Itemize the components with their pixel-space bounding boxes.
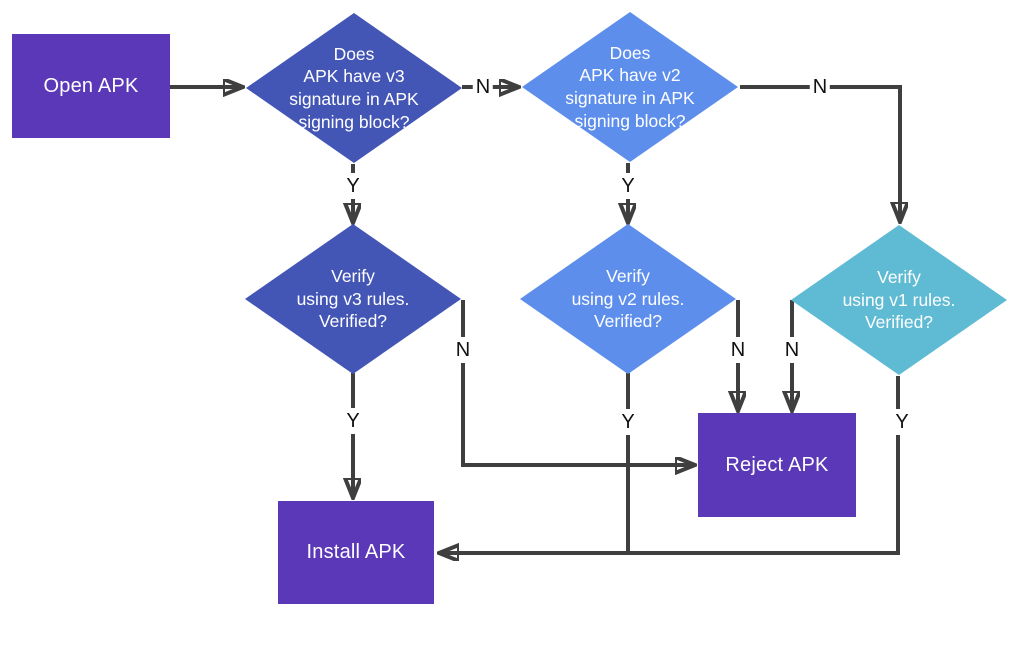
edge-label-v3v-no: N xyxy=(452,337,474,363)
node-v2-verify-label: Verify using v2 rules. Verified? xyxy=(571,265,685,332)
node-install-apk: Install APK xyxy=(278,501,434,604)
edge-label-v2q-no: N xyxy=(809,74,831,100)
edge-label-v3v-yes: Y xyxy=(343,408,363,434)
edge-label-v3q-no: N xyxy=(472,74,494,100)
node-open-apk: Open APK xyxy=(12,34,170,138)
edge-label-v2v-yes: Y xyxy=(618,409,638,435)
edge-v1v-yes xyxy=(440,376,900,553)
edge-label-v2v-no: N xyxy=(727,337,749,363)
edge-label-v1v-no: N xyxy=(781,337,803,363)
node-open-apk-label: Open APK xyxy=(43,74,139,97)
node-v2-question-label: Does APK have v2 signature in APK signin… xyxy=(565,42,695,131)
node-v1-verify-label: Verify using v1 rules. Verified? xyxy=(842,266,956,333)
edge-v2q-no xyxy=(740,85,900,221)
node-v3-verify-label: Verify using v3 rules. Verified? xyxy=(296,265,410,332)
node-reject-apk-label: Reject APK xyxy=(725,453,829,476)
edge-label-v1v-yes: Y xyxy=(892,409,912,435)
edge-label-v2q-yes: Y xyxy=(618,173,638,199)
node-reject-apk: Reject APK xyxy=(698,413,856,517)
edge-label-v3q-yes: Y xyxy=(343,173,363,199)
node-v3-question-label: Does APK have v3 signature in APK signin… xyxy=(289,43,419,132)
node-install-apk-label: Install APK xyxy=(306,541,406,563)
